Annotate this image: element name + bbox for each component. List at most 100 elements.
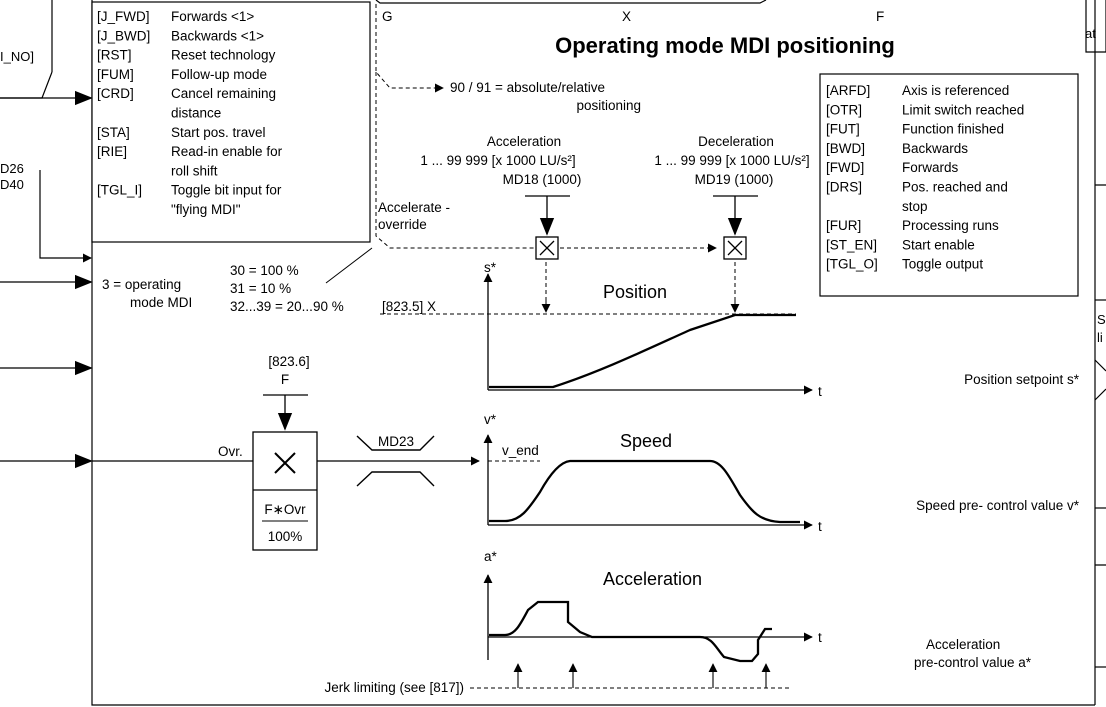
md23-ramp-symbol bbox=[356, 435, 435, 487]
input-legend-item-text: Reset technology bbox=[171, 48, 276, 63]
decel-md: MD19 (1000) bbox=[695, 172, 774, 187]
mode-90-line2: positioning bbox=[576, 98, 641, 113]
outputs-legend-box bbox=[819, 73, 1079, 297]
dashed-override-1 bbox=[375, 72, 536, 249]
output-legend-item-text: Forwards bbox=[902, 160, 959, 175]
input-legend-item-code: [J_BWD] bbox=[97, 28, 150, 43]
mode-input-line2: mode MDI bbox=[130, 295, 192, 310]
accel-override-line1: Accelerate - bbox=[378, 200, 450, 215]
output-legend-item-text: stop bbox=[902, 199, 928, 214]
ovr-label: Ovr. bbox=[218, 444, 243, 459]
left-cut-md40: D40 bbox=[0, 177, 24, 192]
input-legend-item-code: [RIE] bbox=[97, 144, 127, 159]
output-legend-item-code: [FWD] bbox=[826, 160, 864, 175]
output-legend-item-code: [FUR] bbox=[826, 218, 861, 233]
output-accel-line1: Acceleration bbox=[926, 637, 1000, 652]
col-label-x: X bbox=[622, 9, 631, 24]
position-y-label: s* bbox=[484, 260, 497, 275]
speed-level-label: v_end bbox=[502, 443, 539, 458]
jerk-label: Jerk limiting (see [817]) bbox=[324, 680, 464, 695]
output-legend-item-text: Axis is referenced bbox=[902, 83, 1009, 98]
output-legend-item-text: Pos. reached and bbox=[902, 180, 1008, 195]
output-legend-item-code: [ARFD] bbox=[826, 83, 870, 98]
decel-label: Deceleration bbox=[698, 134, 774, 149]
col-label-f: F bbox=[876, 9, 884, 24]
output-legend-item-text: Processing runs bbox=[902, 218, 999, 233]
input-legend-item-text: Backwards <1> bbox=[171, 28, 264, 43]
input-legend-item-text: Start pos. travel bbox=[171, 125, 266, 140]
accel-md: MD18 (1000) bbox=[503, 172, 582, 187]
output-stubs bbox=[1094, 359, 1106, 668]
output-legend-item-text: Toggle output bbox=[902, 257, 983, 272]
jerk-arrows bbox=[513, 663, 771, 688]
right-stubs bbox=[1095, 184, 1106, 566]
f-ref-line1: [823.6] bbox=[268, 354, 309, 369]
output-legend-item-code: [DRS] bbox=[826, 180, 862, 195]
output-legend-item-text: Backwards bbox=[902, 141, 968, 156]
position-curve bbox=[489, 313, 796, 389]
input-legend-item-code: [J_FWD] bbox=[97, 9, 150, 24]
inputs-legend: [J_FWD] Forwards <1> [J_BWD] Backwards <1> [… bbox=[97, 9, 283, 217]
override-multiplier bbox=[252, 394, 318, 551]
position-x-label: [823.5] X bbox=[382, 299, 436, 314]
speed-y-label: v* bbox=[484, 412, 497, 427]
output-legend-item-text: Function finished bbox=[902, 122, 1004, 137]
input-legend-item-text: distance bbox=[171, 106, 221, 121]
output-accel-line2: pre-control value a* bbox=[914, 655, 1032, 670]
output-legend-item-code: [ST_EN] bbox=[826, 237, 877, 252]
inputs-legend-box bbox=[91, 1, 371, 243]
override-box bbox=[252, 431, 318, 551]
output-speed-label: Speed pre- control value v* bbox=[916, 498, 1080, 513]
speed-graph-title: Speed bbox=[620, 431, 672, 451]
input-legend-item-code: [CRD] bbox=[97, 86, 134, 101]
override-value-1: 30 = 100 % bbox=[230, 263, 299, 278]
input-legend-item-text: Read-in enable for bbox=[171, 144, 283, 159]
mode-input-line1: 3 = operating bbox=[102, 277, 181, 292]
speed-x-label-t: t bbox=[818, 519, 822, 534]
right-cut-at: at bbox=[1085, 26, 1096, 41]
input-legend-item-text: roll shift bbox=[171, 163, 218, 178]
diagram-title: Operating mode MDI positioning bbox=[555, 33, 895, 58]
f-ref-line2: F bbox=[281, 372, 289, 387]
output-legend-item-code: [TGL_O] bbox=[826, 257, 878, 272]
input-legend-item-code: [RST] bbox=[97, 48, 132, 63]
md23-label: MD23 bbox=[378, 434, 414, 449]
output-legend-item-text: Limit switch reached bbox=[902, 102, 1024, 117]
input-legend-item-text: "flying MDI" bbox=[171, 202, 241, 217]
input-line-1a bbox=[0, 71, 53, 99]
input-legend-item-text: Follow-up mode bbox=[171, 67, 267, 82]
output-legend-item-text: Start enable bbox=[902, 237, 975, 252]
right-cut-li: li bbox=[1097, 330, 1103, 345]
accel-override-line2: override bbox=[378, 217, 427, 232]
right-cut-box-top bbox=[1085, 0, 1106, 53]
accel-y-label: a* bbox=[484, 549, 498, 564]
accel-range: 1 ... 99 999 [x 1000 LU/s²] bbox=[420, 153, 575, 168]
col-label-g: G bbox=[382, 9, 393, 24]
input-arrows bbox=[0, 71, 93, 469]
output-legend-item-code: [BWD] bbox=[826, 141, 865, 156]
ovr-formula-top: F∗Ovr bbox=[264, 502, 306, 517]
override-pointer bbox=[325, 247, 373, 284]
input-legend-item-text: Toggle bit input for bbox=[171, 183, 282, 198]
multiplier-blocks bbox=[525, 195, 758, 260]
top-brace bbox=[375, 0, 767, 4]
input-legend-item-code: [FUM] bbox=[97, 67, 134, 82]
left-cut-ino: I_NO] bbox=[0, 49, 34, 64]
left-cut-md26: D26 bbox=[0, 161, 24, 176]
override-value-2: 31 = 10 % bbox=[230, 281, 291, 296]
right-cut-s: S bbox=[1097, 312, 1106, 327]
input-arrow-md26 bbox=[39, 170, 92, 263]
input-legend-item-text: Forwards <1> bbox=[171, 9, 254, 24]
position-x-label-t: t bbox=[818, 384, 822, 399]
accel-label: Acceleration bbox=[487, 134, 561, 149]
position-graph-title: Position bbox=[603, 282, 667, 302]
input-legend-item-code: [STA] bbox=[97, 125, 130, 140]
mode-90-line1: 90 / 91 = absolute/relative bbox=[450, 80, 605, 95]
accel-x-label-t: t bbox=[818, 630, 822, 645]
dashed-control-lines bbox=[375, 4, 796, 689]
output-legend-item-code: [FUT] bbox=[826, 122, 860, 137]
output-position-label: Position setpoint s* bbox=[964, 372, 1080, 387]
input-legend-item-code: [TGL_I] bbox=[97, 183, 142, 198]
speed-curve bbox=[489, 459, 800, 524]
output-legend-item-code: [OTR] bbox=[826, 102, 862, 117]
